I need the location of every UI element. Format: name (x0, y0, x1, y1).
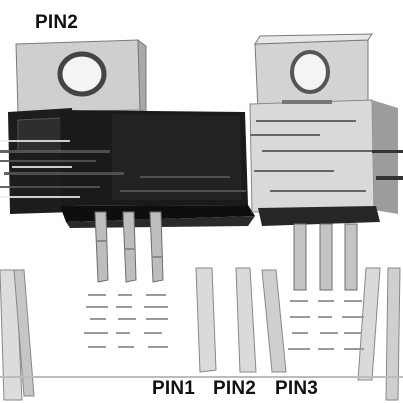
label-pin2: PIN2 (213, 378, 257, 399)
ground-line (0, 376, 403, 378)
left-lead-3 (149, 211, 164, 283)
dash-artifacts (84, 294, 364, 350)
foreground-lead-reflections (0, 267, 401, 401)
left-mounting-hole (57, 51, 107, 97)
right-mounting-hole (290, 50, 330, 94)
label-pin1: PIN1 (152, 378, 196, 399)
right-lead-3 (344, 223, 358, 291)
right-lead-1 (293, 223, 307, 291)
right-to220-package (249, 33, 403, 291)
right-lead-2 (319, 223, 333, 291)
label-pin3: PIN3 (275, 378, 319, 399)
right-leads (293, 223, 358, 291)
label-top-pin2: PIN2 (35, 12, 79, 33)
right-body (249, 99, 375, 213)
left-leads (94, 211, 164, 283)
left-to220-package (0, 38, 255, 283)
left-lead-2 (122, 211, 137, 283)
left-lead-1 (94, 211, 109, 283)
